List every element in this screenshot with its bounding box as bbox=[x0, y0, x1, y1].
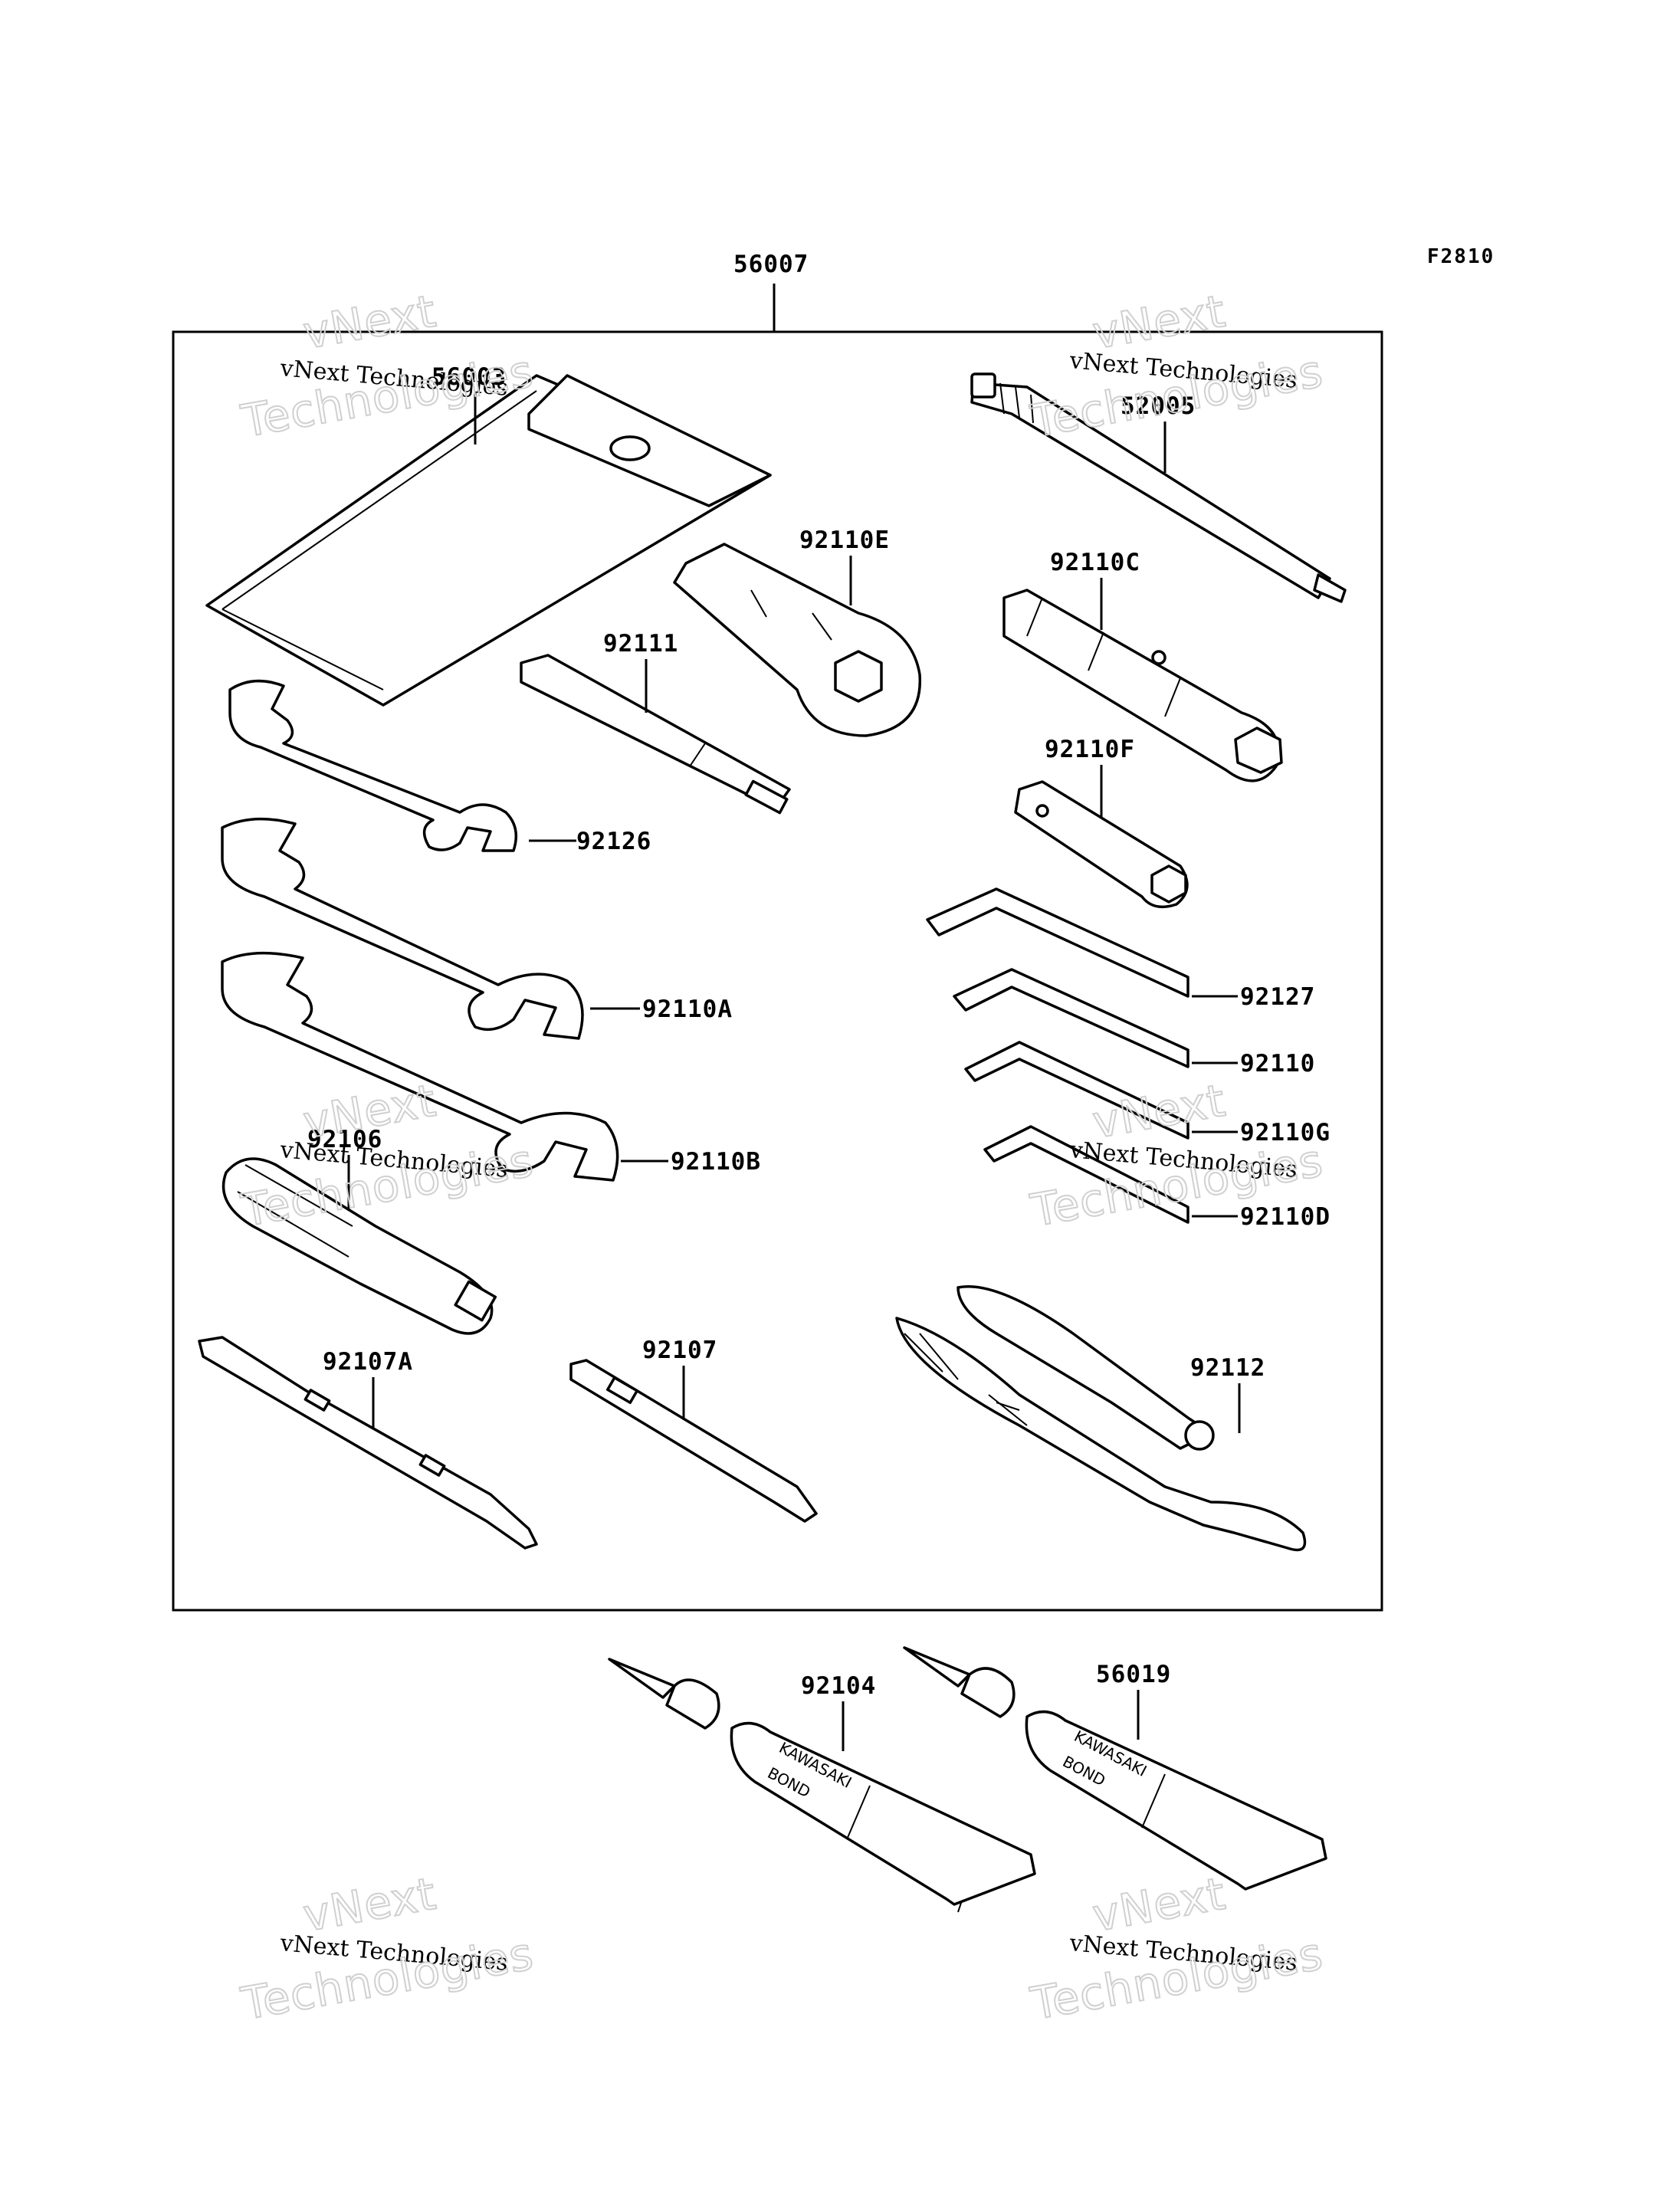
hex-key-92110D bbox=[983, 1125, 1189, 1224]
label-92110G: 92110G bbox=[1240, 1119, 1331, 1146]
tool-bag bbox=[205, 374, 772, 707]
watermark-bottom-left: vNext vNext Technologies Technologies bbox=[237, 1867, 539, 2031]
watermark-middle-left: vNext vNext Technologies Technologies bbox=[237, 1074, 539, 1238]
label-92106: 92106 bbox=[307, 1126, 382, 1153]
label-52005: 52005 bbox=[1121, 392, 1196, 420]
hex-key-92110G bbox=[964, 1041, 1189, 1140]
label-56003: 56003 bbox=[431, 363, 507, 391]
label-56019: 56019 bbox=[1096, 1661, 1171, 1688]
open-end-wrench-small bbox=[228, 679, 518, 852]
tool-kit-box bbox=[172, 330, 1383, 1612]
label-92112: 92112 bbox=[1190, 1354, 1265, 1382]
label-56007: 56007 bbox=[733, 251, 809, 278]
watermark-top-right: vNext vNext Technologies Technologies bbox=[1026, 284, 1328, 448]
svg-text:vNext: vNext bbox=[1089, 285, 1230, 359]
open-end-wrench-medium bbox=[221, 817, 584, 1040]
svg-text:vNext: vNext bbox=[300, 1074, 441, 1149]
label-92110A: 92110A bbox=[642, 996, 733, 1023]
label-92126: 92126 bbox=[576, 828, 651, 855]
label-92110F: 92110F bbox=[1045, 736, 1135, 763]
svg-text:vNext: vNext bbox=[300, 285, 441, 359]
label-92107A: 92107A bbox=[323, 1348, 413, 1376]
handle-bar bbox=[520, 654, 791, 815]
screwdriver-bit bbox=[569, 1359, 818, 1523]
open-end-wrench-large bbox=[221, 951, 619, 1182]
pliers bbox=[895, 1285, 1307, 1552]
label-92104: 92104 bbox=[801, 1672, 876, 1700]
label-92111: 92111 bbox=[603, 630, 678, 658]
spark-plug-socket bbox=[1002, 589, 1283, 782]
extension-bar bbox=[970, 372, 1347, 603]
label-92110E: 92110E bbox=[799, 526, 890, 554]
ring-wrench bbox=[673, 543, 922, 737]
label-92127: 92127 bbox=[1240, 983, 1315, 1011]
label-92110B: 92110B bbox=[671, 1148, 761, 1176]
bond-tube-92104: KAWASAKI BOND bbox=[608, 1658, 1036, 1913]
svg-text:vNext: vNext bbox=[300, 1868, 441, 1942]
label-92107: 92107 bbox=[642, 1337, 717, 1364]
label-92110D: 92110D bbox=[1240, 1203, 1331, 1231]
hex-key-92127 bbox=[926, 887, 1189, 998]
svg-text:vNext: vNext bbox=[1089, 1868, 1230, 1942]
screwdriver-handle bbox=[221, 1157, 497, 1335]
label-92110C: 92110C bbox=[1050, 549, 1140, 576]
label-92110: 92110 bbox=[1240, 1050, 1315, 1078]
screwdriver-bit-double bbox=[198, 1336, 538, 1550]
hex-key-92110 bbox=[953, 968, 1189, 1068]
watermark-bottom-right: vNext vNext Technologies Technologies bbox=[1026, 1867, 1328, 2031]
box-wrench bbox=[1014, 780, 1189, 909]
figure-code: F2810 bbox=[1427, 245, 1495, 268]
